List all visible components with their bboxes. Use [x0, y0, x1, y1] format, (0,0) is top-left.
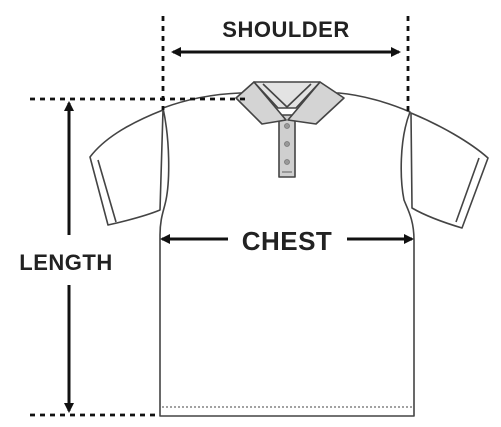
collar-fold-line: [262, 83, 312, 108]
guide-lines: [30, 16, 410, 417]
button-top: [284, 123, 290, 129]
left-sleeve-cuff: [97, 159, 117, 223]
measurement-arrows: [64, 47, 414, 413]
collar-right-flap: [287, 81, 345, 125]
right-sleeve: [410, 112, 489, 229]
length-label: LENGTH: [19, 250, 112, 275]
button-middle: [284, 141, 290, 147]
collar-left-flap: [235, 81, 287, 125]
shoulder-label: SHOULDER: [222, 17, 349, 42]
right-sleeve-cuff: [455, 157, 480, 223]
polo-shirt: [89, 81, 489, 417]
button-bottom: [284, 159, 290, 165]
collar-band: [253, 81, 321, 109]
chest-label: CHEST: [242, 226, 333, 256]
